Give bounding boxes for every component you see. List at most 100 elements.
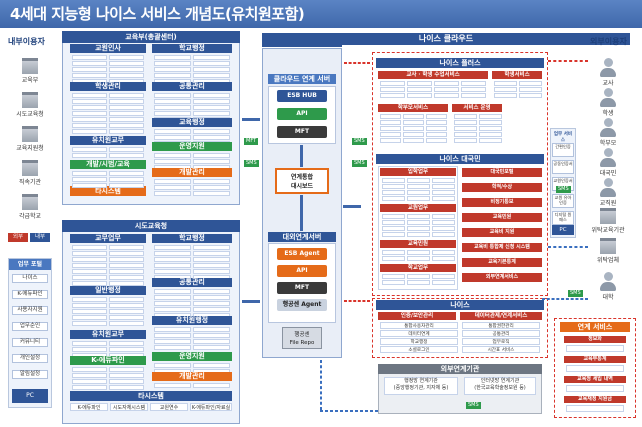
sido-cell [72,263,107,268]
external-admin-network: 행정망 연계기관 (중앙행정기관, 지자체 등) [384,377,458,395]
neis-core-boundary [372,298,548,358]
public-cell [432,280,455,285]
sido-cell [72,315,107,320]
ext-user-public: 대국민 [599,170,617,177]
building-icon: 위탁업체 [588,238,628,264]
plus-cell [380,132,401,137]
public-right-item-3: 교육민원 [462,213,542,222]
connector-line [344,62,370,64]
moe-cell [72,153,107,158]
plus-cell [380,120,401,125]
plus-cell [434,87,459,92]
sido-cell [109,297,144,302]
moe-cell [72,117,107,122]
sido-cell [72,303,107,308]
moe-cell [154,129,191,134]
link-service-revenue-box [566,385,624,392]
plus-cell [407,87,432,92]
public-cell [407,232,430,237]
person-icon: 대학 [588,272,628,301]
moe-cell [109,183,144,188]
sido-cell [109,275,144,280]
tab-internal[interactable]: 내부 [30,233,50,242]
auth-simple[interactable]: 간편인증 [552,143,574,157]
moe-cell [154,105,191,110]
person-icon: 교직원 [588,178,628,207]
portal-item-neis[interactable]: 나이스 [12,274,48,283]
external-users-label: 외부이용자 [590,37,627,46]
plus-cell [479,132,502,137]
auth-kinder[interactable]: 교원 유아 인증 [552,194,574,208]
portal-item-alert[interactable]: 알림설정 [12,370,48,379]
ext-user-teacher: 교사 [602,80,614,87]
moe-cell [72,99,107,104]
public-right-item-6: 교육기본통계 [462,258,542,267]
plus-cell [407,81,432,86]
sido-cell [193,289,230,294]
connector-label: SMS [568,290,583,297]
public-cell [382,178,405,183]
public-cell [382,184,405,189]
public-cell [407,280,430,285]
public-cell [382,232,405,237]
building-icon: 각급학교 [10,194,50,220]
sido-cell [193,245,230,250]
public-cell [382,190,405,195]
moe-cell [72,177,107,182]
public-right-item-7: 외부연계서비스 [462,273,542,282]
moe-cell [109,177,144,182]
arrow-left [242,300,260,303]
public-cell [382,280,405,285]
moe-cell [193,191,230,196]
ext-user-parent: 학부모 [599,140,617,147]
portal-item-personal[interactable]: 개인설정 [12,354,48,363]
moe-cell [72,93,107,98]
work-portal-panel: 업무 포털 나이스 K-에듀파인 사용자지원 업무순인 커뮤니티 개인설정 알림… [8,258,52,408]
neis-data-title: 데이터관제/연계서비스 [460,312,542,320]
connector-label: SMS [352,138,367,145]
moe-cell [193,135,230,140]
plus-cell [380,138,401,143]
moe-cell [72,111,107,116]
portal-item-community[interactable]: 커뮤니티 [12,338,48,347]
arrow-right [343,205,361,208]
user-moe: 교육부 [21,77,39,84]
portal-item-support[interactable]: 사용자지원 [12,306,48,315]
esb-hub-node: ESB HUB [277,90,327,102]
sido-right-section-1: 공통관리 [152,278,232,287]
moe-cell [72,147,107,152]
plus-cell [479,138,502,143]
link-dashboard[interactable]: 연계통합 대시보드 [275,168,329,194]
moe-cell [109,93,144,98]
work-portal-title: 업무 포털 [9,259,51,270]
moe-cell [193,67,230,72]
neis-core-item-2: 데이터연계 [380,330,458,337]
sido-cell [72,347,107,352]
public-cell [407,178,430,183]
moe-cell [193,61,230,66]
public-left-teacher: 교원업무 [380,204,456,212]
plus-cell [426,120,447,125]
portal-item-approval[interactable]: 업무순인 [12,322,48,331]
moe-right-section-1: 공통관리 [152,82,232,91]
sido-cell [154,383,191,388]
arrow-left [242,118,260,121]
public-cell [432,196,455,201]
tab-external[interactable]: 외부 [8,233,28,242]
sido-cell [154,295,191,300]
moe-cell [154,179,191,184]
plus-cell [407,93,432,98]
internal-users-label: 내부이용자 [8,37,45,46]
portal-item-edufine[interactable]: K-에듀파인 [12,290,48,299]
plus-cell [403,120,424,125]
public-cell [432,178,455,183]
moe-cell [109,55,144,60]
auth-cert[interactable]: 공동인증서 [552,160,574,174]
moe-section-1: 학생관리 [70,82,146,91]
moe-cell [154,111,191,116]
plus-cell [479,120,502,125]
plus-cell [461,93,486,98]
auth-digital[interactable]: 디지털 원패스 [552,211,574,225]
plus-cell [434,81,459,86]
right-pc-label: PC [552,225,574,235]
